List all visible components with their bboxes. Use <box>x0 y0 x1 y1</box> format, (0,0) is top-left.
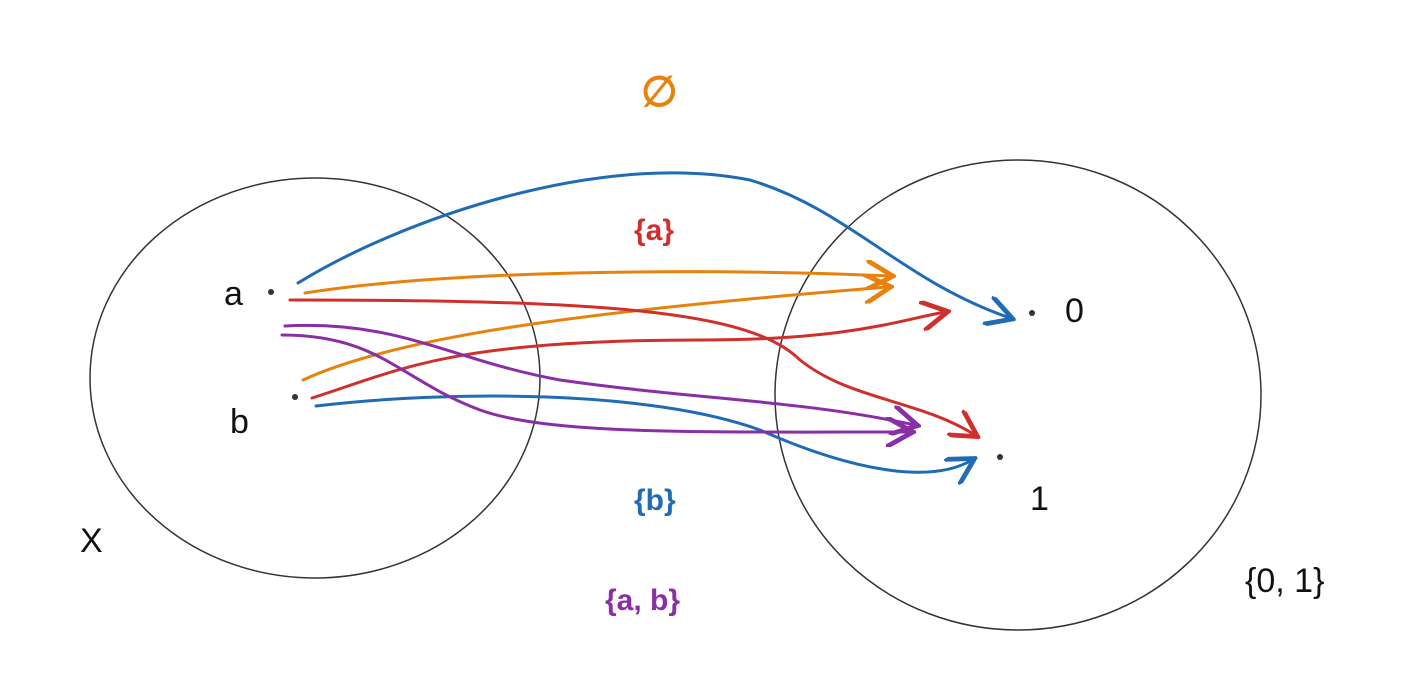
point-1 <box>997 454 1003 460</box>
element-0-label: 0 <box>1065 292 1084 330</box>
point-0 <box>1029 310 1035 316</box>
point-a <box>268 289 274 295</box>
set-01-label: {0, 1} <box>1245 562 1324 600</box>
set-x-circle <box>89 177 541 579</box>
arrow-b-set-a-to-0 <box>296 171 1010 318</box>
element-a-label: a <box>224 275 243 313</box>
function-label-b: {b} <box>634 484 676 517</box>
function-label-ab: {a, b} <box>605 584 680 617</box>
set-x-label: X <box>80 522 103 560</box>
function-label-empty: ∅ <box>641 68 678 115</box>
arrow-a-set-a-to-1 <box>288 298 975 435</box>
arrow-b-set-b-to-1 <box>314 394 972 472</box>
element-b-label: b <box>230 403 249 441</box>
arrow-empty-a-to-0 <box>303 272 890 295</box>
function-label-a: {a} <box>634 214 674 247</box>
set-01-circle <box>774 159 1262 631</box>
arrow-ab-set-a-to-1 <box>283 323 915 425</box>
point-b <box>292 394 298 400</box>
arrow-ab-set-b-to-1 <box>280 333 910 432</box>
arrow-a-set-b-to-0 <box>310 312 945 400</box>
element-1-label: 1 <box>1030 480 1049 518</box>
arrow-empty-b-to-0 <box>301 287 888 382</box>
